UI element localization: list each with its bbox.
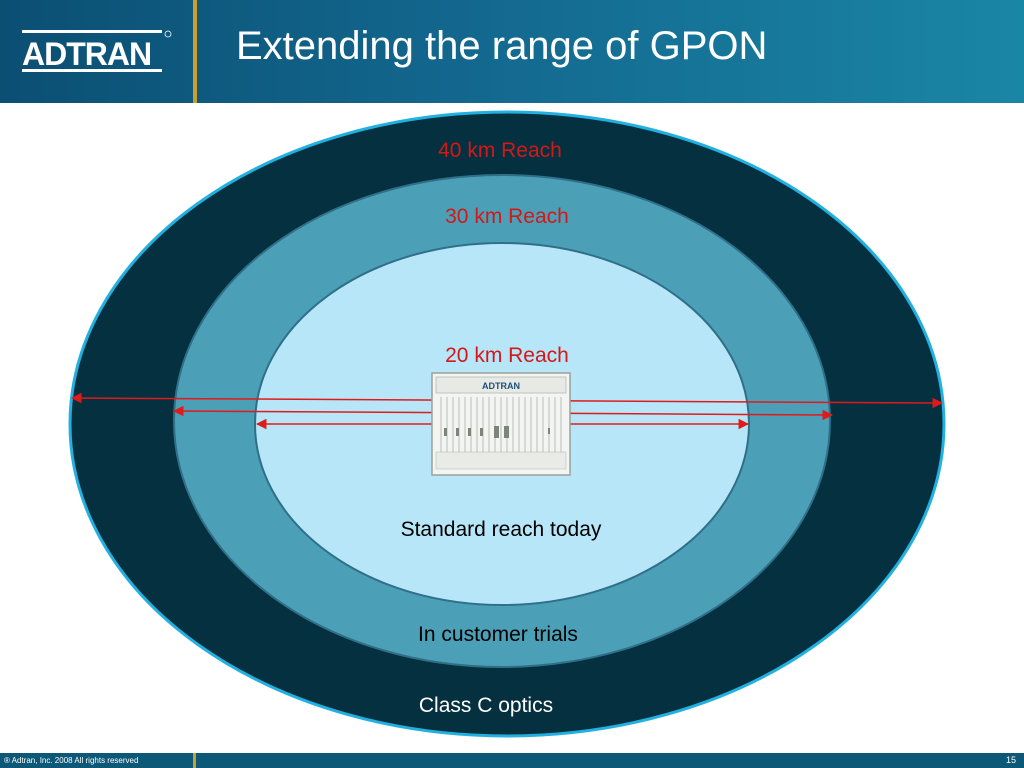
label-20km-reach: 20 km Reach	[445, 344, 569, 367]
copyright-text: ® Adtran, Inc. 2008 All rights reserved	[4, 756, 139, 765]
page-title: Extending the range of GPON	[236, 24, 768, 68]
header-divider	[193, 0, 197, 103]
label-30km-reach: 30 km Reach	[445, 205, 569, 228]
caption-class-c-optics: Class C optics	[419, 694, 553, 717]
page-number: 15	[1005, 755, 1016, 765]
caption-customer-trials: In customer trials	[418, 623, 578, 646]
adtran-logo: ADTRAN	[22, 30, 172, 72]
slide-footer: ® Adtran, Inc. 2008 All rights reserved …	[0, 753, 1024, 768]
device-label: ADTRAN	[482, 381, 520, 391]
gpon-reach-diagram: ADTRAN 40 km Reach 30 km Reach 20 km Rea…	[68, 110, 946, 738]
slide-header: ADTRAN Extending the range of GPON	[0, 0, 1024, 103]
olt-chassis-image: ADTRAN	[431, 372, 571, 476]
logo-text: ADTRAN	[22, 36, 151, 72]
footer-divider	[193, 753, 196, 768]
caption-standard-reach: Standard reach today	[401, 518, 602, 541]
label-40km-reach: 40 km Reach	[438, 139, 562, 162]
